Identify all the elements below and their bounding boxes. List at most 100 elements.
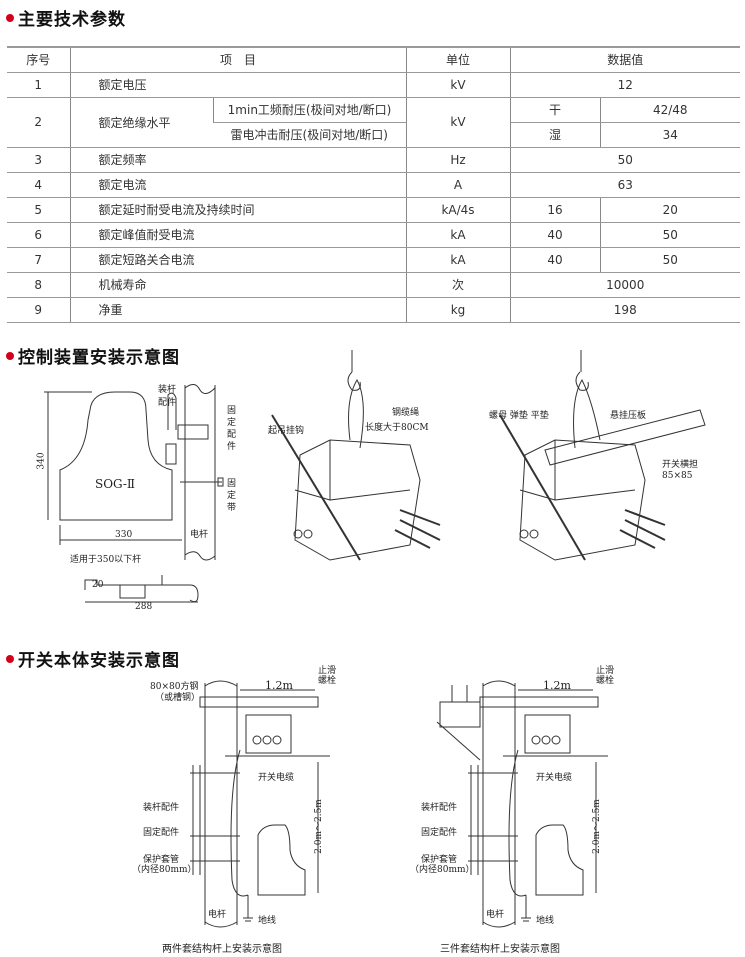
two-piece-pole-drawing [190,680,330,928]
label-sleeve-dia: （内径80mm） [132,865,197,875]
label-cross-arm: 开关横担 [662,460,699,470]
cell-unit: A [405,172,510,198]
cell-item: 额定电压 [69,72,406,98]
cell-no: 5 [7,197,70,223]
label-pole: 电杆 [208,910,227,920]
section-title-text: 控制装置安装示意图 [18,348,180,368]
cell-item: 净重 [69,297,406,323]
cell-no: 2 [7,97,70,148]
label-fixing-parts: 固定配件 [143,828,180,838]
label-nut-washers: 螺母 弹垫 平垫 [489,411,549,421]
cell-value: 198 [509,297,740,323]
cell-subitem: 1min工频耐压(极间对地/断口) [212,97,406,123]
label-dim-288: 288 [135,602,153,612]
label-antislip-2: 螺栓 [318,676,337,686]
switch-lifting-drawing [271,350,441,561]
cell-no: 6 [7,222,70,248]
control-box-drawing [44,384,224,603]
cell-unit: kg [405,297,510,323]
label-height: 2.0m～2.5m [313,799,324,854]
bullet-icon [6,13,14,22]
header-value: 数据值 [509,46,740,73]
header-item: 项 目 [69,46,406,73]
cell-condition: 湿 [509,122,600,148]
label-mount-parts: 装杆配件 [421,803,458,813]
table-header: 序号 项 目 单位 数据值 [7,46,740,73]
caption-three-piece: 三件套结构杆上安装示意图 [440,944,560,955]
label-steel-cable: 钢缆绳 [392,408,420,418]
label-span: 1.2m [543,679,571,692]
cell-no: 3 [7,147,70,173]
cell-item: 额定绝缘水平 [69,97,213,148]
cell-value: 63 [509,172,740,198]
label-cable-length: 长度大于80CM [365,423,429,433]
label-fixing-parts: 固定配件 [225,405,235,453]
bullet-icon [6,654,14,663]
cell-condition: 干 [509,97,600,123]
section-title-params: 主要技术参数 [6,5,126,30]
label-height: 2.0m～2.5m [591,799,602,854]
cell-value: 10000 [509,272,740,298]
label-ground: 地线 [536,916,555,926]
label-sleeve: 保护套管 [143,855,180,865]
label-dim-20: 20 [92,580,104,590]
cell-item: 额定电流 [69,172,406,198]
label-sleeve: 保护套管 [421,855,458,865]
cell-item: 额定峰值耐受电流 [69,222,406,248]
cell-unit: Hz [405,147,510,173]
label-mount-parts-2: 配件 [158,398,177,408]
label-lift-hook: 起吊挂钩 [268,426,305,436]
section-title-control: 控制装置安装示意图 [6,343,180,368]
label-ground: 地线 [258,916,277,926]
label-height-340: 340 [36,452,47,470]
cell-no: 9 [7,297,70,323]
label-antislip-2: 螺栓 [596,676,615,686]
cell-no: 1 [7,72,70,98]
cell-no: 7 [7,247,70,273]
cell-unit: kA [405,222,510,248]
cell-value: 40 [509,222,600,248]
label-model: SOG-Ⅱ [95,477,136,491]
label-cable: 开关电缆 [536,773,573,783]
cell-unit: kV [405,97,510,148]
cell-value: 12 [509,72,740,98]
label-cross-arm-size: 85×85 [662,471,693,481]
cell-unit: 次 [405,272,510,298]
cell-item: 额定延时耐受电流及持续时间 [69,197,406,223]
label-steel: 80×80方钢 [150,682,199,692]
cell-value: 50 [509,147,740,173]
section-title-text: 开关本体安装示意图 [18,651,180,671]
cell-item: 机械寿命 [69,272,406,298]
label-pole: 电杆 [486,910,505,920]
cell-unit: kA [405,247,510,273]
label-span: 1.2m [265,679,293,692]
cell-unit: kV [405,72,510,98]
cell-item: 额定短路关合电流 [69,247,406,273]
three-piece-pole-drawing [436,680,608,928]
label-cable: 开关电缆 [258,773,295,783]
cell-value: 34 [599,122,740,148]
cell-no: 8 [7,272,70,298]
header-no: 序号 [7,46,70,73]
switch-crossarm-drawing [499,350,706,561]
label-mount-parts: 装杆 [158,385,177,395]
cell-value: 50 [599,222,740,248]
bullet-icon [6,351,14,360]
cell-value: 16 [509,197,600,223]
cell-no: 4 [7,172,70,198]
label-sleeve-dia: （内径80mm） [410,865,475,875]
caption-two-piece: 两件套结构杆上安装示意图 [162,944,282,955]
label-pole: 电杆 [190,530,209,540]
cell-value: 20 [599,197,740,223]
label-antislip: 止滑 [596,666,615,676]
label-hanging-plate: 悬挂压板 [610,411,647,421]
